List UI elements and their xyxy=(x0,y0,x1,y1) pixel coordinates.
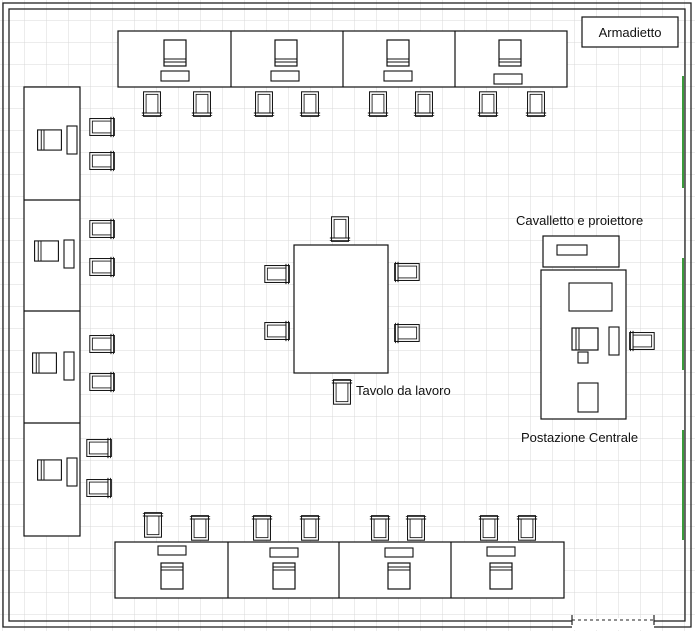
chair-icon[interactable] xyxy=(86,477,112,499)
monitor-icon xyxy=(160,562,184,590)
keyboard-icon xyxy=(63,239,75,269)
central-station-label: Postazione Centrale xyxy=(521,430,638,445)
top-workstation[interactable] xyxy=(493,39,523,85)
chair-icon[interactable] xyxy=(629,330,655,352)
chair-icon[interactable] xyxy=(299,515,321,541)
chair-icon[interactable] xyxy=(141,91,163,117)
chair-icon[interactable] xyxy=(142,512,164,538)
cabinet-label: Armadietto xyxy=(599,25,662,40)
bottom-desk-row xyxy=(114,541,565,599)
chair-icon[interactable] xyxy=(89,371,115,393)
central-station[interactable] xyxy=(540,269,627,420)
chair-icon[interactable] xyxy=(405,515,427,541)
chair-icon[interactable] xyxy=(369,515,391,541)
keyboard-icon xyxy=(383,70,413,82)
monitor-icon xyxy=(274,39,298,67)
monitor-icon xyxy=(387,562,411,590)
chair-icon[interactable] xyxy=(86,437,112,459)
chair-icon[interactable] xyxy=(413,91,435,117)
bottom-workstation[interactable] xyxy=(269,547,299,590)
chair-icon[interactable] xyxy=(329,216,351,242)
chair-icon[interactable] xyxy=(251,515,273,541)
keyboard-icon xyxy=(157,545,187,556)
top-workstation[interactable] xyxy=(160,39,190,82)
monitor-icon xyxy=(386,39,410,67)
door[interactable] xyxy=(571,615,655,630)
chair-icon[interactable] xyxy=(264,320,290,342)
monitor-icon xyxy=(498,39,522,67)
chair-icon[interactable] xyxy=(478,515,500,541)
chair-icon[interactable] xyxy=(189,515,211,541)
chair-icon[interactable] xyxy=(89,116,115,138)
monitor-icon xyxy=(37,459,62,481)
top-workstation[interactable] xyxy=(383,39,413,82)
device-small-icon xyxy=(577,351,589,364)
left-workstation[interactable] xyxy=(37,457,78,487)
monitor-icon xyxy=(37,129,62,151)
keyboard-icon xyxy=(608,326,620,356)
keyboard-icon xyxy=(63,351,75,381)
chair-icon[interactable] xyxy=(89,218,115,240)
keyboard-icon xyxy=(486,546,516,557)
workbench-label: Tavolo da lavoro xyxy=(356,383,451,398)
chair-icon[interactable] xyxy=(253,91,275,117)
keyboard-icon xyxy=(269,547,299,558)
bottom-workstation[interactable] xyxy=(157,545,187,590)
chair-icon[interactable] xyxy=(89,150,115,172)
top-desk-row xyxy=(117,30,568,88)
chair-icon[interactable] xyxy=(264,263,290,285)
display-panel xyxy=(568,282,613,312)
chair-icon[interactable] xyxy=(367,91,389,117)
bottom-workstation[interactable] xyxy=(384,547,414,590)
monitor-icon xyxy=(163,39,187,67)
left-workstation[interactable] xyxy=(34,239,75,269)
easel-projector[interactable] xyxy=(542,235,620,268)
easel-label: Cavalletto e proiettore xyxy=(516,213,643,228)
monitor-icon xyxy=(272,562,296,590)
printer-icon xyxy=(577,382,599,413)
chair-icon[interactable] xyxy=(477,91,499,117)
keyboard-icon xyxy=(66,125,78,155)
left-workstation[interactable] xyxy=(32,351,75,381)
cabinet[interactable]: Armadietto xyxy=(581,16,679,48)
top-workstation[interactable] xyxy=(270,39,300,82)
keyboard-icon xyxy=(384,547,414,558)
keyboard-icon xyxy=(493,73,523,85)
left-workstation[interactable] xyxy=(37,125,78,155)
monitor-icon xyxy=(34,240,59,262)
chair-icon[interactable] xyxy=(516,515,538,541)
monitor-icon xyxy=(489,562,513,590)
chair-icon[interactable] xyxy=(191,91,213,117)
chair-icon[interactable] xyxy=(299,91,321,117)
keyboard-icon xyxy=(270,70,300,82)
workbench[interactable] xyxy=(293,244,389,374)
keyboard-icon xyxy=(160,70,190,82)
chair-icon[interactable] xyxy=(89,333,115,355)
chair-icon[interactable] xyxy=(394,261,420,283)
bottom-workstation[interactable] xyxy=(486,546,516,590)
monitor-icon xyxy=(571,327,599,351)
chair-icon[interactable] xyxy=(525,91,547,117)
left-desk-row xyxy=(23,86,81,537)
chair-icon[interactable] xyxy=(89,256,115,278)
keyboard-icon xyxy=(66,457,78,487)
projector-icon xyxy=(556,244,588,256)
chair-icon[interactable] xyxy=(394,322,420,344)
monitor-icon xyxy=(32,352,57,374)
chair-icon[interactable] xyxy=(331,379,353,405)
